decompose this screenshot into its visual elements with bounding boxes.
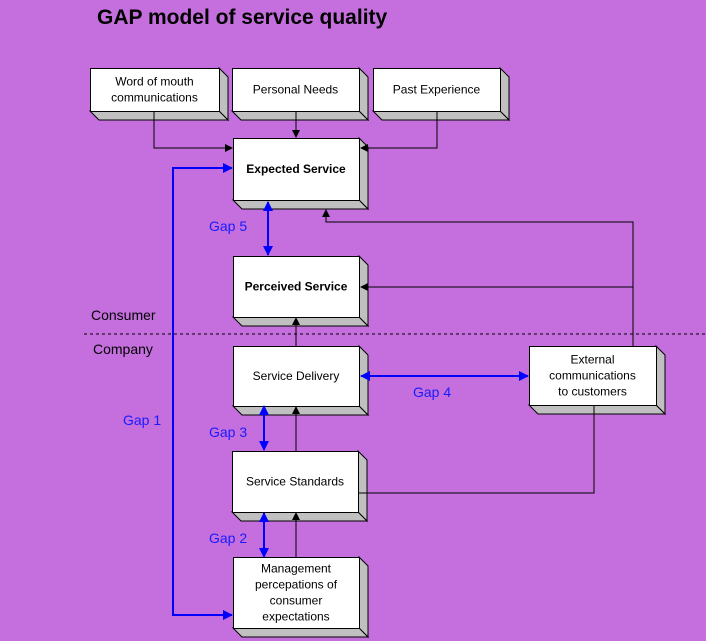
box-personal-needs: Personal Needs: [230, 66, 370, 122]
box-external-comms: External communications to customers: [527, 344, 667, 416]
box-bottom-face: [231, 405, 370, 416]
gap1-label: Gap 1: [123, 412, 161, 428]
gap3-label: Gap 3: [209, 424, 247, 440]
box-bottom-face: [230, 110, 370, 121]
box-side-face: [358, 136, 369, 211]
box-perceived-service: Perceived Service: [231, 254, 370, 328]
box-label-line: to customers: [558, 385, 627, 399]
box-management: Management percepations of consumer expecta…: [231, 555, 370, 639]
box-bottom-face: [230, 511, 369, 522]
box-front-face: [233, 346, 360, 407]
gap-arrows: [172, 163, 529, 620]
gap5-label: Gap 5: [209, 218, 247, 234]
box-front-face: [529, 346, 657, 406]
box-label-line: External: [570, 353, 614, 367]
company-label: Company: [93, 341, 153, 357]
box-bottom-face: [231, 627, 370, 638]
box-expected-service: Expected Service: [231, 136, 370, 211]
box-label-line: Past Experience: [393, 83, 481, 97]
box-side-face: [358, 344, 369, 417]
box-label-line: Personal Needs: [253, 83, 338, 97]
box-side-face: [358, 555, 369, 639]
box-service-delivery: Service Delivery: [231, 344, 370, 417]
box-front-face: [232, 68, 360, 112]
diagram-title: GAP model of service quality: [97, 6, 388, 29]
box-front-face: [373, 68, 501, 112]
box-label-line: communications: [549, 369, 636, 383]
box-label-line: Perceived Service: [245, 280, 348, 294]
external-to-expected-arrow: [322, 209, 634, 346]
box-label-line: Service Standards: [246, 475, 344, 489]
box-label-line: Word of mouth: [115, 75, 193, 89]
box-front-face: [233, 557, 360, 629]
box-word-of-mouth: Word of mouth communications: [88, 66, 230, 122]
box-side-face: [358, 254, 369, 328]
box-bottom-face: [371, 110, 511, 121]
gap1-arrow: [172, 163, 233, 620]
flow-connectors: [153, 111, 634, 557]
box-past-experience: Past Experience: [371, 66, 511, 122]
box-bottom-face: [231, 316, 370, 327]
box-label-line: expectations: [262, 610, 329, 624]
box-label-line: consumer: [270, 594, 323, 608]
standards-to-external-line: [359, 406, 595, 494]
box-front-face: [90, 68, 220, 112]
box-bottom-face: [88, 110, 230, 121]
box-front-face: [233, 256, 360, 318]
box-side-face: [357, 449, 368, 523]
box-bottom-face: [231, 199, 370, 210]
box-label-line: Management: [261, 562, 332, 576]
box-label-line: Expected Service: [246, 162, 346, 176]
gap4-label: Gap 4: [413, 384, 451, 400]
box-service-standards: Service Standards: [230, 449, 369, 523]
box-label-line: communications: [111, 91, 198, 105]
box-bottom-face: [527, 404, 667, 415]
past-to-expected-arrow: [360, 111, 438, 152]
box-side-face: [655, 344, 666, 416]
box-front-face: [233, 138, 360, 201]
box-label-line: Service Delivery: [253, 369, 340, 383]
wom-to-expected-arrow: [153, 111, 233, 152]
gap2-label: Gap 2: [209, 530, 247, 546]
box-label-line: percepations of: [255, 578, 338, 592]
consumer-label: Consumer: [91, 307, 156, 323]
